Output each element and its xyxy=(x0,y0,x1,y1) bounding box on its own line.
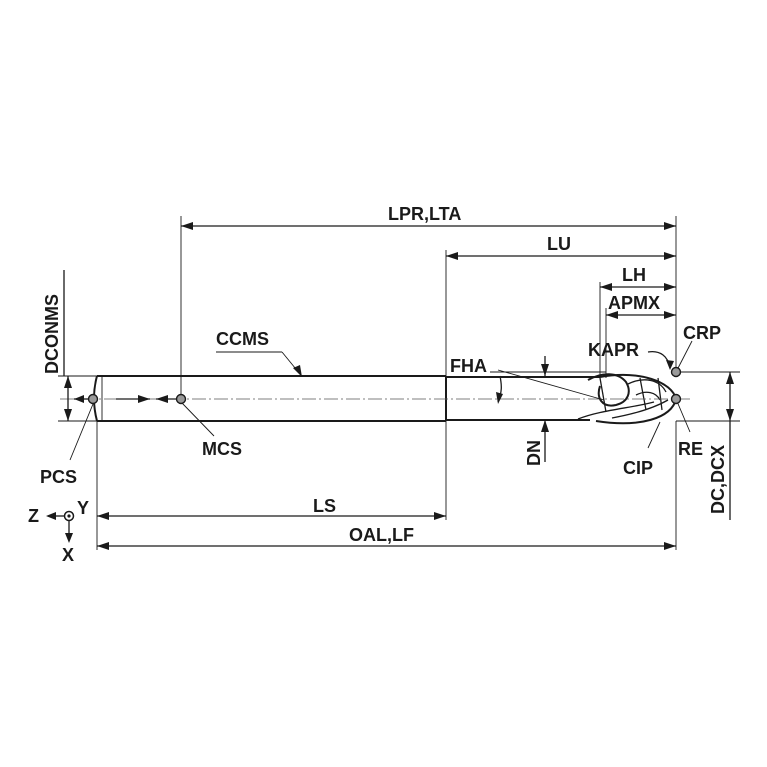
re-cip-leaders xyxy=(647,398,691,449)
label-crp: CRP xyxy=(683,323,721,343)
mcs-point xyxy=(175,393,187,405)
label-oal-lf: OAL,LF xyxy=(349,525,414,545)
label-dn: DN xyxy=(524,440,544,466)
cip-point xyxy=(670,393,682,405)
dim-apmx xyxy=(605,308,676,378)
label-lh: LH xyxy=(622,265,646,285)
mcs-leader xyxy=(181,402,215,437)
label-axis-y: Y xyxy=(77,498,89,518)
label-axis-x: X xyxy=(62,545,74,565)
label-ls: LS xyxy=(313,496,336,516)
dim-ls xyxy=(96,421,447,550)
label-pcs: PCS xyxy=(40,467,77,487)
tool-shank xyxy=(93,375,447,422)
label-mcs: MCS xyxy=(202,439,242,459)
label-re: RE xyxy=(678,439,703,459)
label-dc-dcx: DC,DCX xyxy=(708,445,728,514)
label-kapr: KAPR xyxy=(588,340,639,360)
label-axis-z: Z xyxy=(28,506,39,526)
coordinate-system-icon xyxy=(46,510,75,543)
label-lpr-lta: LPR,LTA xyxy=(388,204,461,224)
dim-lh xyxy=(599,282,676,378)
dim-oal-lf xyxy=(97,421,677,550)
label-cip: CIP xyxy=(623,458,653,478)
dim-dconms xyxy=(58,270,97,422)
tool-neck xyxy=(446,376,600,421)
label-apmx: APMX xyxy=(608,293,660,313)
label-dconms: DCONMS xyxy=(42,294,62,374)
label-lu: LU xyxy=(547,234,571,254)
ccms-leader xyxy=(216,351,302,377)
crp-point xyxy=(670,366,682,378)
label-ccms: CCMS xyxy=(216,329,269,349)
pcs-point xyxy=(87,393,99,405)
dim-dc-dcx xyxy=(676,371,740,520)
dim-lu xyxy=(445,250,676,376)
label-fha: FHA xyxy=(450,356,487,376)
pcs-leader xyxy=(69,403,94,461)
dim-fha xyxy=(490,369,606,404)
dim-lpr-lta xyxy=(180,216,677,399)
dim-kapr xyxy=(647,350,674,370)
crp-leader xyxy=(675,340,693,373)
dim-dn xyxy=(541,356,549,462)
